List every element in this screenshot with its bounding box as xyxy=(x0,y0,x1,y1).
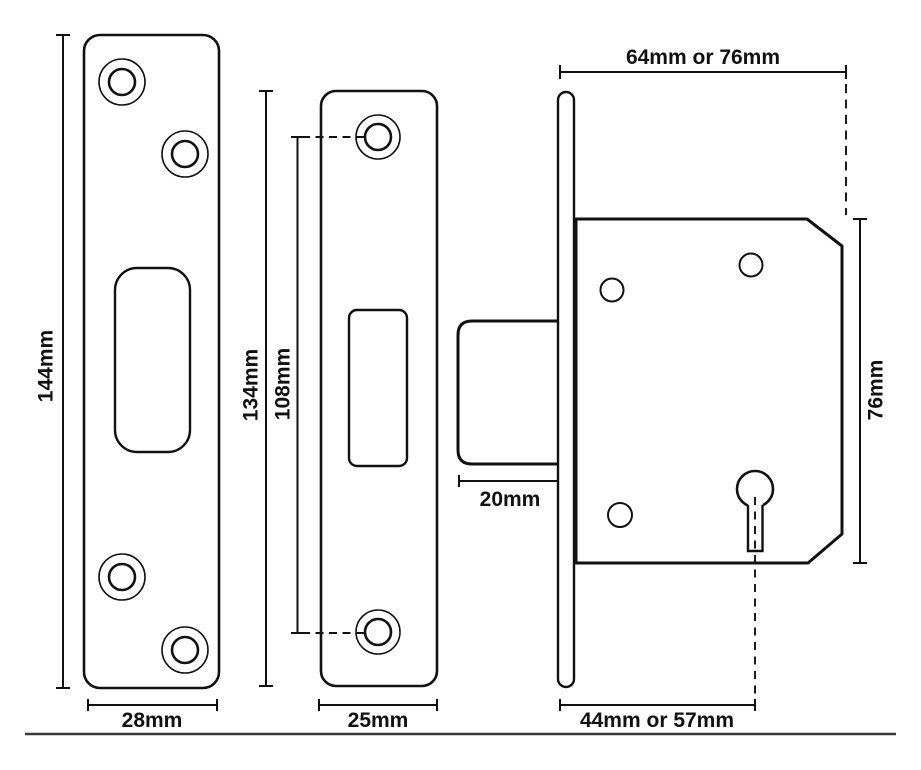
screw-hole-ring-icon xyxy=(98,553,146,601)
faceplate-view xyxy=(319,89,439,688)
bolt-depth-dimension: 20mm xyxy=(458,475,559,511)
case-height-dimension: 76mm xyxy=(853,218,888,564)
keyhole-stem xyxy=(746,505,764,553)
faceplate-height-dimension: 134mm xyxy=(240,90,273,687)
screw-hole-icon xyxy=(363,122,393,152)
strike-height-dimension: 144mm xyxy=(35,34,70,689)
strike-plate-view xyxy=(82,33,221,690)
lock-body-outline xyxy=(574,217,844,565)
keyhole-stem-fill xyxy=(748,490,763,551)
case-hole-icon xyxy=(738,252,764,278)
deadbolt xyxy=(456,319,558,466)
screw-hole-ring-icon xyxy=(161,130,209,178)
dimension-label: 144mm xyxy=(35,330,58,402)
dimension-label: 25mm xyxy=(348,709,409,732)
case-hole-icon xyxy=(607,502,633,528)
lock-case-view xyxy=(456,90,844,698)
dimension-label: 134mm xyxy=(240,349,263,421)
keyhole-icon xyxy=(735,469,775,553)
case-depth-dimension: 64mm or 76mm xyxy=(559,46,847,215)
dimension-label: 28mm xyxy=(122,709,183,732)
backset-dimension: 44mm or 57mm xyxy=(559,699,756,732)
faceplate-width-dimension: 25mm xyxy=(318,699,438,732)
screw-hole-icon xyxy=(170,139,200,169)
lock-forend-plate xyxy=(556,90,576,689)
screw-hole-icon xyxy=(107,67,137,97)
case-hole-icon xyxy=(599,277,625,303)
screw-hole-icon xyxy=(363,617,393,647)
dimension-label: 44mm or 57mm xyxy=(580,709,734,732)
dimension-label: 76mm xyxy=(865,360,888,421)
strike-width-dimension: 28mm xyxy=(87,699,218,732)
screw-hole-icon xyxy=(107,562,137,592)
screw-hole-ring-icon xyxy=(355,609,401,655)
strike-plate-slot xyxy=(113,266,192,454)
dimension-label: 108mm xyxy=(272,348,295,420)
faceplate-screw-centres-dimension: 108mm xyxy=(272,136,368,634)
dimension-label: 64mm or 76mm xyxy=(626,46,780,69)
faceplate-slot xyxy=(347,308,409,468)
screw-hole-ring-icon xyxy=(98,58,146,106)
dimension-label: 20mm xyxy=(480,488,541,511)
screw-hole-icon xyxy=(170,635,200,665)
screw-hole-ring-icon xyxy=(161,626,209,674)
